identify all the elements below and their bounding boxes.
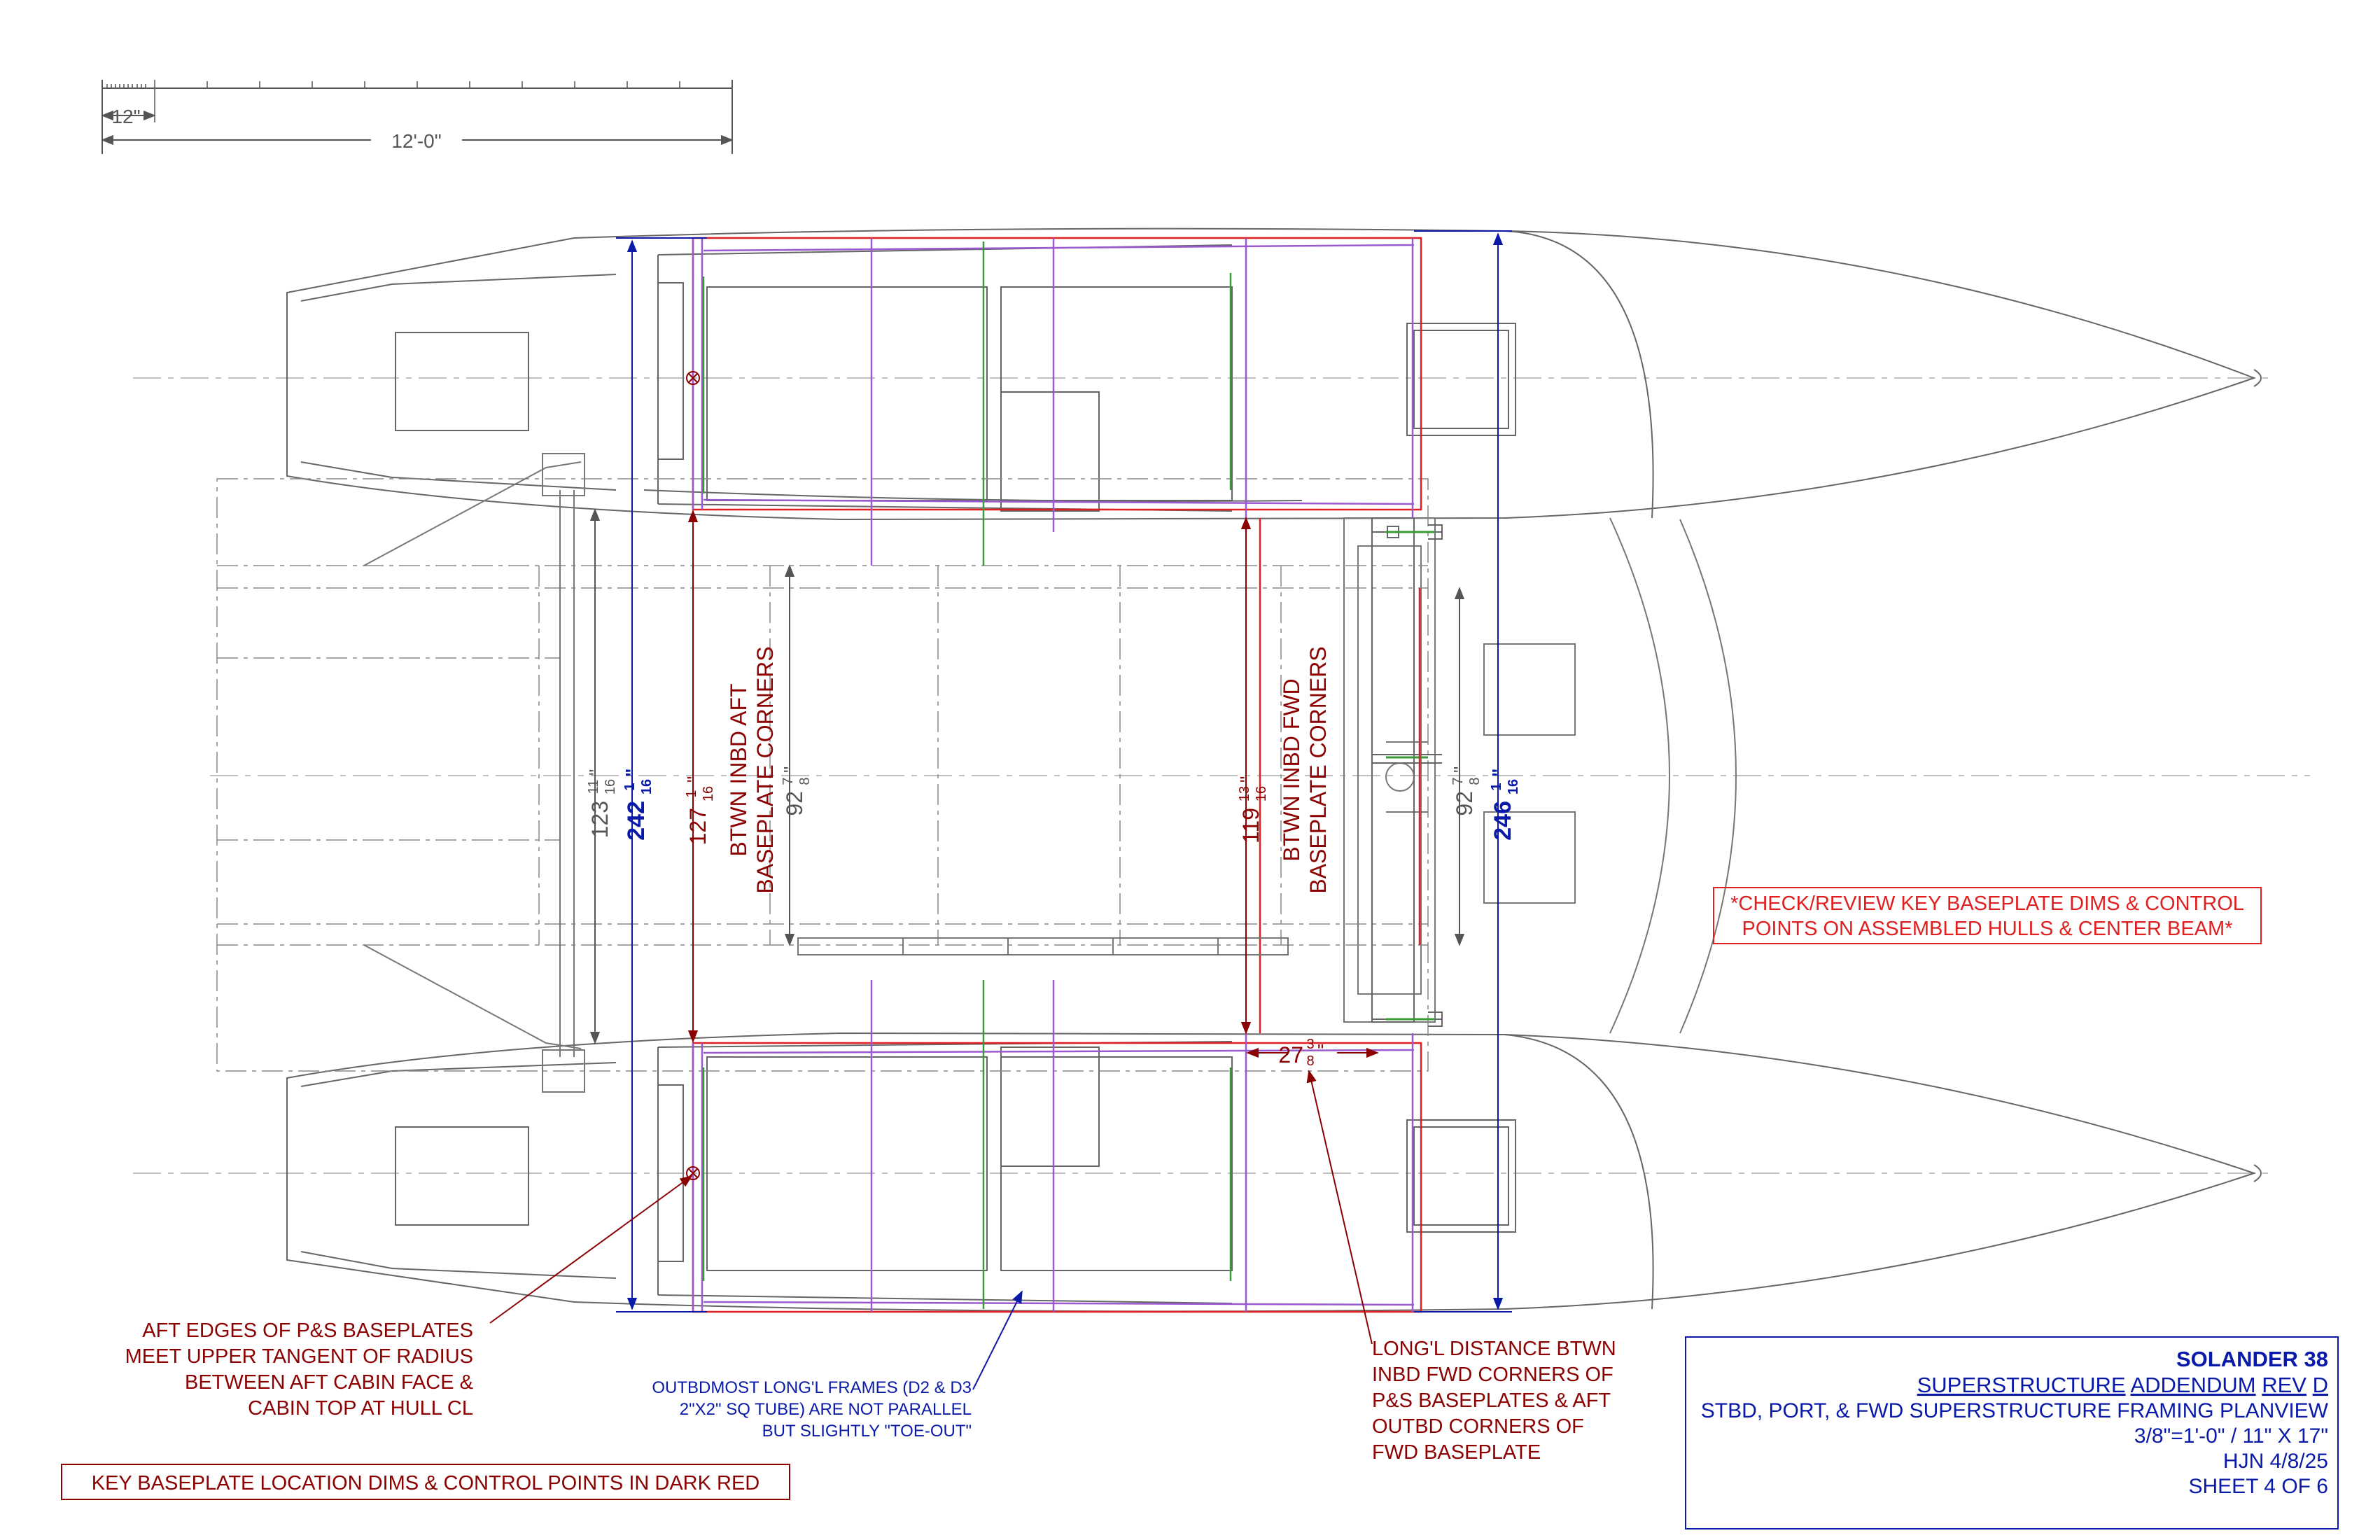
scale-bar bbox=[101, 80, 734, 154]
dim-key-fwd: 119 13 16 " bbox=[1236, 776, 1269, 844]
dim-lines-gray bbox=[589, 508, 1465, 1044]
title-block-line1-a: SUPERSTRUCTURE bbox=[1917, 1373, 2126, 1397]
aft-edges-note: AFT EDGES OF P&S BASEPLATES MEET UPPER T… bbox=[125, 1320, 473, 1420]
aft-edges-note-line4: CABIN TOP AT HULL CL bbox=[248, 1397, 473, 1420]
outbd-frames-note: OUTBDMOST LONG'L FRAMES (D2 & D3 2"X2" S… bbox=[652, 1378, 972, 1441]
dim-fwd-outer-num: 1 bbox=[1489, 783, 1504, 790]
long-dist-note-line5: FWD BASEPLATE bbox=[1372, 1441, 1541, 1464]
leaders bbox=[489, 1070, 1373, 1390]
dim-beam-fwd: 92 7 8 " bbox=[1450, 766, 1483, 816]
fwd-key-label: BTWN INBD FWD BASEPLATE CORNERS bbox=[1279, 646, 1331, 893]
dim-key-long-den: 8 bbox=[1306, 1054, 1314, 1069]
dim-aft-outer-den: 16 bbox=[639, 779, 654, 794]
dim-fwd-outer: 246 1 16 " bbox=[1488, 769, 1521, 841]
dim-key-long-whole: 27 bbox=[1278, 1042, 1303, 1068]
aft-key-label-line1: BTWN INBD AFT bbox=[726, 683, 751, 856]
scale-bar-small-label: 12" bbox=[111, 106, 140, 127]
dim-key-aft: 127 1 16 " bbox=[683, 776, 716, 846]
check-note: *CHECK/REVIEW KEY BASEPLATE DIMS & CONTR… bbox=[1713, 887, 2262, 944]
long-dist-note: LONG'L DISTANCE BTWN INBD FWD CORNERS OF… bbox=[1372, 1338, 1616, 1464]
dim-aft-inner-num: 11 bbox=[586, 780, 601, 794]
dim-aft-outer-whole: 242 bbox=[623, 801, 650, 841]
dim-lines-blue bbox=[616, 230, 1512, 1312]
title-block-line1: SUPERSTRUCTURE ADDENDUM REV D bbox=[1917, 1373, 2328, 1397]
dim-key-long-suffix: " bbox=[1317, 1040, 1324, 1061]
long-dist-note-line1: LONG'L DISTANCE BTWN bbox=[1372, 1338, 1616, 1360]
dim-aft-inner-suffix: " bbox=[585, 769, 606, 776]
aft-beam-struts bbox=[363, 453, 585, 1093]
aft-edges-note-line2: MEET UPPER TANGENT OF RADIUS bbox=[125, 1345, 473, 1368]
dim-beam-aft-suffix: " bbox=[780, 766, 801, 773]
dim-fwd-outer-suffix: " bbox=[1488, 769, 1509, 777]
green-frames bbox=[702, 241, 1232, 1309]
starboard-hull bbox=[286, 227, 2262, 521]
dim-key-fwd-den: 16 bbox=[1254, 786, 1269, 802]
outbd-frames-note-line2: 2"X2" SQ TUBE) ARE NOT PARALLEL bbox=[680, 1400, 972, 1419]
long-dist-note-line2: INBD FWD CORNERS OF bbox=[1372, 1364, 1614, 1386]
dim-aft-inner-den: 16 bbox=[603, 779, 618, 794]
fwd-crossbar bbox=[797, 937, 1289, 955]
dim-beam-aft-den: 8 bbox=[797, 777, 813, 785]
purple-frames bbox=[692, 238, 1415, 1312]
dim-beam-aft-whole: 92 bbox=[782, 791, 807, 816]
dim-beam-fwd-den: 8 bbox=[1467, 777, 1483, 785]
title-block-line4: HJN 4/8/25 bbox=[2223, 1450, 2328, 1473]
dim-fwd-outer-whole: 246 bbox=[1490, 801, 1516, 841]
aft-edges-note-line1: AFT EDGES OF P&S BASEPLATES bbox=[142, 1320, 473, 1342]
dim-beam-aft-num: 7 bbox=[780, 777, 796, 785]
fwd-key-label-line2: BASEPLATE CORNERS bbox=[1306, 646, 1331, 893]
fwd-key-label-line1: BTWN INBD FWD bbox=[1279, 678, 1304, 861]
baseplate-outlines bbox=[692, 237, 1422, 1313]
dim-beam-aft: 92 7 8 " bbox=[780, 766, 813, 816]
dim-beam-fwd-whole: 92 bbox=[1452, 791, 1477, 816]
dim-key-long-num: 3 bbox=[1306, 1037, 1314, 1052]
title-block-line1-d: D bbox=[2313, 1373, 2328, 1397]
dim-aft-outer-suffix: " bbox=[622, 769, 643, 777]
title-block-line1-b: ADDENDUM bbox=[2130, 1373, 2255, 1397]
dim-key-fwd-num: 13 bbox=[1237, 786, 1252, 802]
dim-key-long: 27 3 8 " bbox=[1278, 1037, 1324, 1069]
dim-key-aft-num: 1 bbox=[684, 790, 699, 797]
check-note-line1: *CHECK/REVIEW KEY BASEPLATE DIMS & CONTR… bbox=[1730, 892, 2244, 915]
dim-aft-outer: 242 1 16 " bbox=[622, 769, 654, 841]
dim-key-aft-den: 16 bbox=[701, 786, 716, 802]
dim-lines-key bbox=[686, 371, 1379, 1180]
dim-aft-outer-num: 1 bbox=[622, 783, 638, 790]
check-note-line2: POINTS ON ASSEMBLED HULLS & CENTER BEAM* bbox=[1742, 918, 2232, 940]
aft-key-label-line2: BASEPLATE CORNERS bbox=[752, 646, 778, 893]
outbd-frames-note-line1: OUTBDMOST LONG'L FRAMES (D2 & D3 bbox=[652, 1378, 972, 1397]
title-block-line3: 3/8"=1'-0" / 11" X 17" bbox=[2134, 1424, 2328, 1448]
dim-key-fwd-whole: 119 bbox=[1238, 808, 1264, 844]
aft-key-label: BTWN INBD AFT BASEPLATE CORNERS bbox=[726, 646, 778, 893]
dim-fwd-outer-den: 16 bbox=[1506, 779, 1521, 794]
forward-beam bbox=[1371, 517, 1443, 1027]
dim-aft-inner: 123 11 16 " bbox=[585, 769, 618, 839]
long-dist-note-line3: P&S BASEPLATES & AFT bbox=[1372, 1390, 1611, 1412]
long-dist-note-line4: OUTBD CORNERS OF bbox=[1372, 1415, 1584, 1438]
dim-beam-fwd-num: 7 bbox=[1450, 777, 1466, 785]
dim-key-fwd-suffix: " bbox=[1236, 776, 1257, 783]
hull-centerlines bbox=[133, 377, 2310, 1174]
center-beams bbox=[216, 478, 1429, 1072]
key-legend: KEY BASEPLATE LOCATION DIMS & CONTROL PO… bbox=[61, 1464, 790, 1500]
title-block-line2: STBD, PORT, & FWD SUPERSTRUCTURE FRAMING… bbox=[1701, 1399, 2329, 1422]
title-block-line5: SHEET 4 OF 6 bbox=[2188, 1475, 2328, 1498]
fwd-beam-fittings bbox=[1386, 531, 1435, 1021]
title-block-name: SOLANDER 38 bbox=[2176, 1347, 2328, 1371]
outbd-frames-note-line3: BUT SLIGHTLY "TOE-OUT" bbox=[762, 1422, 972, 1441]
title-block-line1-c: REV bbox=[2262, 1373, 2306, 1397]
title-block: SOLANDER 38 SUPERSTRUCTURE ADDENDUM REV … bbox=[1685, 1336, 2339, 1530]
dim-key-aft-suffix: " bbox=[683, 776, 704, 783]
aft-edges-note-line3: BETWEEN AFT CABIN FACE & bbox=[185, 1371, 473, 1394]
key-legend-text: KEY BASEPLATE LOCATION DIMS & CONTROL PO… bbox=[92, 1472, 760, 1494]
dim-key-aft-whole: 127 bbox=[685, 808, 710, 845]
dim-aft-inner-whole: 123 bbox=[587, 801, 612, 838]
scale-bar-large-label: 12'-0" bbox=[391, 130, 441, 152]
dim-beam-fwd-suffix: " bbox=[1450, 766, 1471, 773]
port-hull bbox=[286, 1032, 2262, 1312]
